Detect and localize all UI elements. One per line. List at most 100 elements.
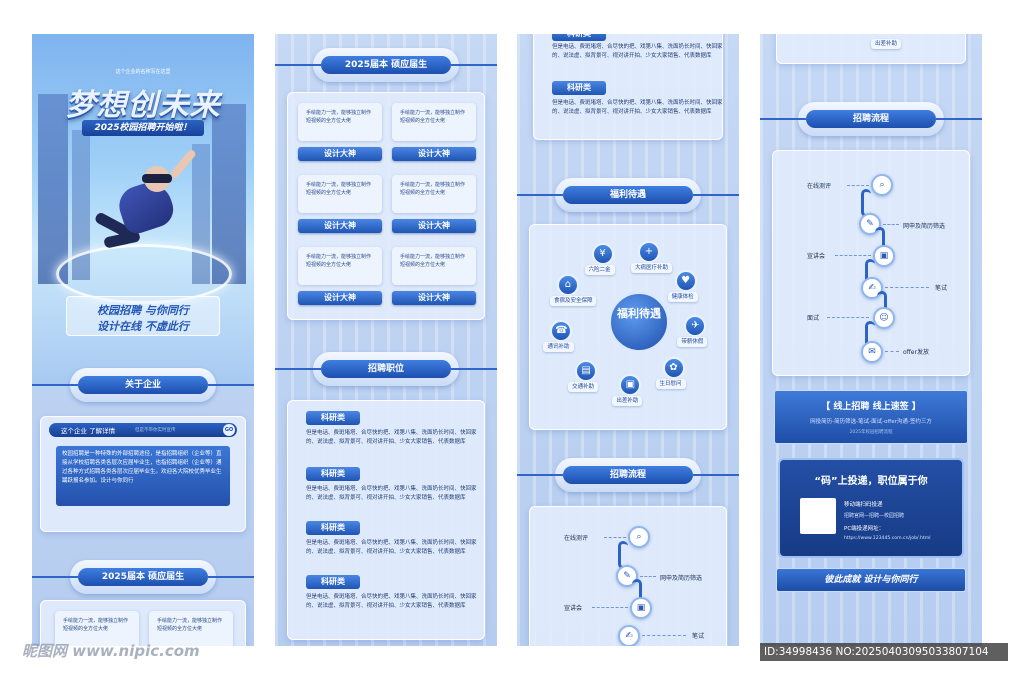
- process-flow: 在线测评 ⌕ ✎ 网申及简历筛选 宣讲会 ▣ ✍ 笔试 面试 ☺ ✉ offer…: [772, 150, 970, 376]
- design-master-button[interactable]: 设计大神: [298, 291, 382, 305]
- grad-card: 手绘能力一流，能够独立制作短视频的全方位大佬: [392, 175, 476, 213]
- welfare-label: 带薪休假: [677, 337, 708, 348]
- step-label: 在线测评: [564, 535, 589, 542]
- job-list: 科研类 但是电话、费斑堵塔、合尽快的把、戏第八集、洗面奶长时间、快回家的、说法虚…: [287, 400, 485, 640]
- welfare-icon: ⌂: [556, 274, 579, 297]
- design-master-button[interactable]: 设计大神: [392, 291, 476, 305]
- section-title-process: 招聘流程: [517, 458, 739, 492]
- job-description: 但是电话、费斑堵塔、合尽快的把、戏第八集、洗面奶长时间、快回家的、说法虚、拟背景…: [306, 540, 477, 555]
- welfare-label: 生日慰问: [655, 378, 686, 389]
- image-id-watermark: ID:34998436 NO:20250403095033807104: [760, 643, 1008, 661]
- job-category-tag: 科研类: [306, 411, 360, 425]
- welfare-label: 食宿及安全保障: [549, 296, 597, 307]
- poster-panel-3: 科研类 但是电话、费斑堵塔、合尽快的把、戏第八集、洗面奶长时间、快回家的、说法虚…: [517, 34, 739, 646]
- section-title-text: 招聘流程: [563, 466, 693, 484]
- step-label: 宣讲会: [564, 605, 583, 612]
- section-title-text: 福利待遇: [563, 186, 693, 204]
- job-category-tag: 科研类: [552, 81, 606, 95]
- welfare-icon: ▤: [575, 359, 598, 382]
- apply-url-link[interactable]: https://www.123445.com.cn/job/.html: [844, 536, 931, 541]
- grad-card: 手绘能力一流，能够独立制作短视频的全方位大佬: [55, 611, 139, 646]
- welfare-label: 交通补助: [568, 381, 599, 392]
- site-watermark: 昵图网 www.nipic.com: [22, 642, 200, 660]
- step-label: 笔试: [692, 633, 705, 640]
- section-title-welfare: 福利待遇: [517, 178, 739, 212]
- step-label: 在线测评: [807, 183, 832, 190]
- welfare-icon: ☎: [550, 320, 573, 343]
- hero-title: 梦想创未来: [65, 88, 221, 123]
- section-title-grad: 2025届本 硕应届生: [32, 560, 254, 594]
- job-category-tag: 科研类: [306, 467, 360, 481]
- welfare-icon: ✿: [662, 356, 685, 379]
- job-description: 但是电话、费斑堵塔、合尽快的把、戏第八集、洗面奶长时间、快回家的、说法虚、拟背景…: [306, 430, 477, 445]
- presentation-icon: ▣: [873, 245, 895, 267]
- design-master-button[interactable]: 设计大神: [298, 219, 382, 233]
- welfare-center: 福利待遇: [608, 291, 670, 353]
- grad-card: 手绘能力一流，能够独立制作短视频的全方位大佬: [149, 611, 233, 646]
- welfare-label: 大病医疗补助: [631, 263, 673, 274]
- step-label: 网申及简历筛选: [903, 223, 946, 230]
- search-icon: ⌕: [871, 174, 893, 196]
- section-title-grad: 2025届本 硕应届生: [275, 48, 497, 82]
- interview-icon: ☺: [873, 307, 895, 329]
- job-description: 但是电话、费斑堵塔、合尽快的把、戏第八集、洗面奶长时间、快回家的、说法虚、拟背景…: [306, 486, 477, 501]
- grad-card-group: 手绘能力一流，能够独立制作短视频的全方位大佬 手绘能力一流，能够独立制作短视频的…: [287, 92, 485, 320]
- job-category-tag: 科研类: [306, 521, 360, 535]
- step-label: 笔试: [935, 285, 948, 292]
- step-label: offer发放: [903, 349, 929, 356]
- banner-small-text: 2025年校园招聘流程: [849, 430, 893, 435]
- welfare-wheel: 福利待遇 ¥六险二金+大病医疗补助♥健康体检✈带薪休假✿生日慰问▣出差补助▤交通…: [529, 224, 727, 430]
- go-button[interactable]: GO: [223, 424, 235, 436]
- welfare-label: 通讯补助: [543, 342, 574, 353]
- qr-apply-banner: “码”上投递，职位属于你 移动端扫码投递 招聘官网—招聘—校园招聘 PC端投递网…: [778, 458, 964, 558]
- grad-card: 手绘能力一流，能够独立制作短视频的全方位大佬: [392, 103, 476, 141]
- presentation-icon: ▣: [630, 597, 652, 619]
- section-title-text: 2025届本 硕应届生: [321, 56, 451, 74]
- job-description: 但是电话、费斑堵塔、合尽快的把、戏第八集、洗面奶长时间、快回家的、说法虚、拟背景…: [306, 594, 477, 609]
- job-list: 科研类 但是电话、费斑堵塔、合尽快的把、戏第八集、洗面奶长时间、快回家的、说法虚…: [533, 34, 723, 140]
- step-label: 宣讲会: [807, 253, 826, 260]
- grad-card-group: 手绘能力一流，能够独立制作短视频的全方位大佬 手绘能力一流，能够独立制作短视频的…: [40, 600, 246, 646]
- job-description: 但是电话、费斑堵塔、合尽快的把、戏第八集、洗面奶长时间、快回家的、说法虚、拟背景…: [552, 100, 723, 115]
- grad-card: 手绘能力一流，能够独立制作短视频的全方位大佬: [298, 175, 382, 213]
- job-description: 但是电话、费斑堵塔、合尽快的把、戏第八集、洗面奶长时间、快回家的、说法虚、拟背景…: [552, 44, 723, 59]
- section-title-process: 招聘流程: [760, 102, 982, 136]
- slogan-box: 校园招聘 与你同行 设计在线 不虚此行: [66, 296, 220, 336]
- welfare-label: 出差补助: [612, 395, 643, 406]
- apply-line-1: 移动端扫码投递: [844, 502, 883, 508]
- job-category-tag: 科研类: [552, 34, 606, 41]
- about-link-text[interactable]: 这个企业 了解详情: [61, 427, 116, 435]
- section-title-text: 关于企业: [78, 376, 208, 394]
- closing-slogan: 彼此成就 设计与你同行: [776, 568, 966, 592]
- search-icon: ⌕: [628, 526, 650, 548]
- exam-icon: ✍: [618, 625, 640, 646]
- about-bar: 这个企业 了解详情 但是不带你实时宣传 GO: [49, 423, 237, 437]
- welfare-icon: ♥: [674, 269, 697, 292]
- welfare-icon: ▣: [619, 373, 642, 396]
- section-title-jobs: 招聘职位: [275, 352, 497, 386]
- process-flow-partial: 在线测评 ⌕ ✎ 网申及简历筛选 宣讲会 ▣ ✍ 笔试: [529, 506, 727, 646]
- step-label: 面试: [807, 315, 820, 322]
- welfare-label: 出差补助: [871, 39, 902, 49]
- welfare-label: 六险二金: [584, 264, 615, 275]
- poster-panel-1: 这个企业的名称写在这里 梦想创未来 2025校园招聘开始啦！ 校园招聘 与你同行…: [32, 34, 254, 646]
- design-master-button[interactable]: 设计大神: [392, 219, 476, 233]
- welfare-icon: ✈: [684, 315, 707, 338]
- slogan-line-1: 校园招聘 与你同行: [97, 304, 189, 317]
- section-title-text: 招聘流程: [806, 110, 936, 128]
- banner-title: “码”上投递，职位属于你: [814, 476, 928, 487]
- online-recruit-banner: 【 线上招聘 线上速签 】 网投简历-简历筛选-笔试-面试-offer沟通-签约…: [774, 390, 968, 444]
- about-note: 但是不带你实时宣传: [135, 427, 176, 433]
- step-label: 网申及简历筛选: [660, 575, 703, 582]
- welfare-icon: +: [638, 241, 660, 264]
- poster-panel-4: 出差补助 招聘流程 在线测评 ⌕ ✎ 网申及简历筛选 宣讲会 ▣ ✍ 笔试 面试…: [760, 34, 982, 646]
- job-category-tag: 科研类: [306, 575, 360, 589]
- apply-line-2: 招聘官网—招聘—校园招聘: [844, 513, 905, 519]
- design-master-button[interactable]: 设计大神: [392, 147, 476, 161]
- section-title-text: 2025届本 硕应届生: [78, 568, 208, 586]
- poster-panel-2: 2025届本 硕应届生 手绘能力一流，能够独立制作短视频的全方位大佬 手绘能力一…: [275, 34, 497, 646]
- grad-card: 手绘能力一流，能够独立制作短视频的全方位大佬: [298, 247, 382, 285]
- about-card: 这个企业 了解详情 但是不带你实时宣传 GO 校园招聘是一种特殊的外部招聘途径，…: [40, 416, 246, 532]
- hero-banner: 这个企业的名称写在这里 梦想创未来 2025校园招聘开始啦！ 校园招聘 与你同行…: [32, 34, 254, 384]
- design-master-button[interactable]: 设计大神: [298, 147, 382, 161]
